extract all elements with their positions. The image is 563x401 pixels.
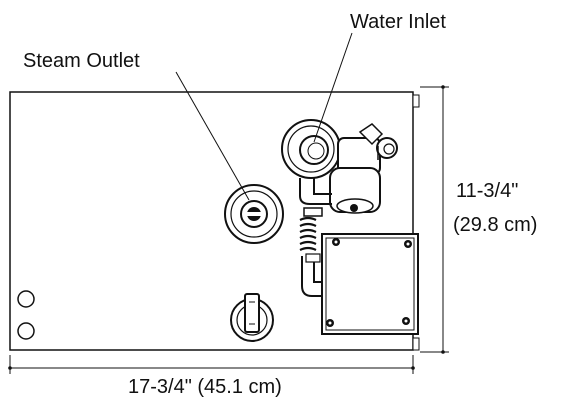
steam-outlet-label: Steam Outlet <box>23 50 140 72</box>
mounting-holes <box>17 290 35 340</box>
drain-valve <box>230 293 274 342</box>
height-metric-label: (29.8 cm) <box>453 214 537 236</box>
box-screws <box>326 238 412 327</box>
width-label: 17-3/4" (45.1 cm) <box>128 376 282 398</box>
height-dimension <box>420 85 449 354</box>
water-inlet-port <box>281 119 341 179</box>
solenoid-valve <box>329 123 398 214</box>
inlet-pipe <box>299 178 332 217</box>
housing-feet <box>412 94 420 351</box>
steam-outlet-port <box>224 184 284 244</box>
width-dimension <box>8 355 415 374</box>
water-inlet-leader <box>313 32 353 143</box>
electrical-box <box>321 233 419 335</box>
steam-outlet-leader <box>175 71 250 201</box>
water-inlet-label: Water Inlet <box>350 11 446 33</box>
height-imperial-label: 11-3/4" <box>456 180 518 202</box>
